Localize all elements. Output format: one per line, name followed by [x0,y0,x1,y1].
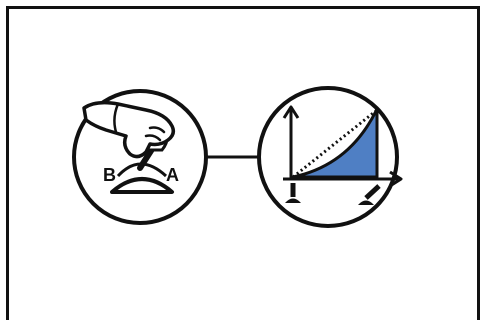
pedal-tilted-icon [358,184,381,205]
pedal-upright-icon [285,183,301,203]
curve-area [291,107,379,179]
label-b: B [103,165,116,185]
tilt-arc-icon [116,162,168,178]
x-axis-arrow [389,170,403,188]
pedal-dome [110,177,174,194]
hand-icon [82,100,176,159]
y-axis-arrow [282,105,300,119]
hand-on-pedal-icon: B A [72,89,208,225]
label-a: A [166,165,179,185]
progressive-response-curve-icon [257,86,403,228]
